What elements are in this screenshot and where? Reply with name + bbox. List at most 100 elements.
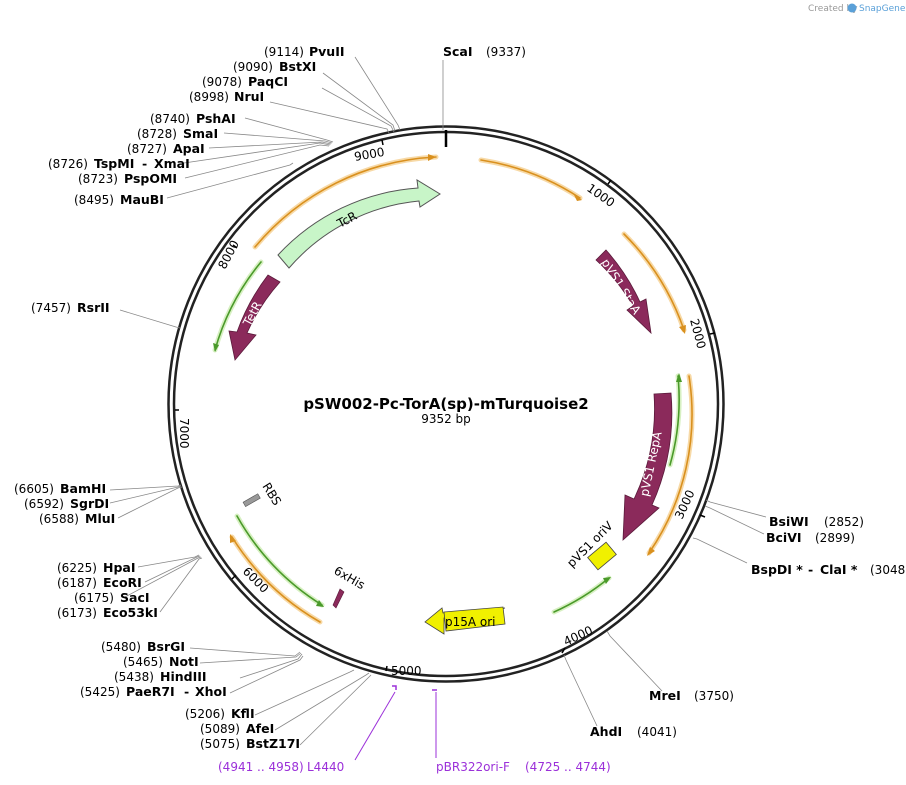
svg-text:(5465): (5465) — [123, 655, 163, 669]
feature-pvs1-repa[interactable]: pVS1 RepA — [622, 392, 673, 541]
svg-text:(2852): (2852) — [824, 515, 864, 529]
svg-text:Eco53kI: Eco53kI — [103, 605, 158, 620]
svg-text:(8723): (8723) — [78, 172, 118, 186]
feature-label-p15a-ori: p15A ori — [445, 615, 496, 629]
svg-text:(5480): (5480) — [101, 640, 141, 654]
svg-text:MluI: MluI — [85, 511, 115, 526]
svg-text:(6592): (6592) — [24, 497, 64, 511]
site-hpai[interactable]: (6225) HpaI — [57, 560, 136, 575]
site-mrei[interactable]: MreI(3750) — [649, 688, 734, 703]
site-nrui[interactable]: (8998)NruI — [189, 89, 264, 104]
site-tspmi-xmai[interactable]: (8726)TspMI-XmaI — [48, 156, 190, 171]
orf-arc-5 — [229, 534, 323, 625]
site-bstxi[interactable]: (9090)BstXI — [233, 59, 316, 74]
svg-text:NotI: NotI — [169, 654, 199, 669]
svg-text:HpaI: HpaI — [103, 560, 136, 575]
svg-text:(2899): (2899) — [815, 531, 855, 545]
svg-text:7000: 7000 — [177, 418, 191, 449]
svg-text:(6605): (6605) — [14, 482, 54, 496]
site-saci[interactable]: (6175)SacI — [74, 590, 150, 605]
svg-text:(5438): (5438) — [114, 670, 154, 684]
snapgene-credit: Created by SnapGene — [808, 3, 906, 14]
site-ecori[interactable]: (6187) EcoRI — [57, 575, 142, 590]
tick-5000: 5000 — [385, 664, 422, 678]
plasmid-name: pSW002-Pc-TorA(sp)-mTurquoise2 — [303, 395, 588, 413]
feature-pvs1-oriv[interactable]: pVS1 oriV — [564, 518, 617, 571]
primer-bind-arcs — [212, 259, 682, 615]
feature-label-rbs: RBS — [259, 480, 284, 508]
site-ahdi[interactable]: AhdI(4041) — [590, 724, 677, 739]
svg-text:-: - — [184, 684, 189, 699]
svg-text:PvuII: PvuII — [309, 44, 345, 59]
svg-text:HindIII: HindIII — [160, 669, 207, 684]
svg-text:BsrGI: BsrGI — [147, 639, 185, 654]
svg-text:BstXI: BstXI — [279, 59, 316, 74]
svg-text:(9078): (9078) — [202, 75, 242, 89]
svg-text:BstZ17I: BstZ17I — [246, 736, 300, 751]
site-scai[interactable]: ScaI(9337) — [443, 44, 526, 59]
backbone-outer — [167, 125, 725, 683]
site-paqci[interactable]: (9078)PaqCI — [202, 74, 288, 89]
site-eco53ki[interactable]: (6173)Eco53kI — [57, 605, 158, 620]
site-paer7i-xhoi[interactable]: (5425)PaeR7I-XhoI — [80, 684, 227, 699]
svg-text:BspDI *: BspDI * — [751, 562, 803, 577]
svg-text:EcoRI: EcoRI — [103, 575, 142, 590]
feature-tetr[interactable]: TetR — [228, 274, 281, 361]
svg-text:PshAI: PshAI — [196, 111, 236, 126]
svg-text:(7457): (7457) — [31, 301, 71, 315]
primer-marks — [354, 685, 437, 761]
svg-text:SgrDI: SgrDI — [70, 496, 109, 511]
svg-text:KflI: KflI — [231, 706, 255, 721]
svg-text:(6175): (6175) — [74, 591, 114, 605]
svg-text:PaeR7I: PaeR7I — [126, 684, 175, 699]
svg-text:(4725 .. 4744): (4725 .. 4744) — [525, 760, 611, 774]
svg-text:-: - — [142, 156, 147, 171]
feature-6xhis[interactable]: 6xHis — [332, 563, 368, 609]
orf-arc-2 — [478, 157, 583, 201]
site-noti[interactable]: (5465) NotI — [123, 654, 199, 669]
site-bamhi[interactable]: (6605)BamHI — [14, 481, 106, 496]
svg-text:9000: 9000 — [353, 145, 386, 164]
svg-text:(3750): (3750) — [694, 689, 734, 703]
svg-text:SmaI: SmaI — [183, 126, 218, 141]
site-bstz17i[interactable]: (5075) BstZ17I — [200, 736, 300, 751]
site-afei[interactable]: (5089)AfeI — [200, 721, 274, 736]
site-mlui[interactable]: (6588) MluI — [39, 511, 115, 526]
svg-text:(5075): (5075) — [200, 737, 240, 751]
site-pvuii[interactable]: (9114)PvuII — [264, 44, 345, 59]
svg-text:(4941 .. 4958): (4941 .. 4958) — [218, 760, 304, 774]
svg-text:5000: 5000 — [391, 664, 422, 678]
svg-text:BciVI: BciVI — [766, 530, 802, 545]
svg-text:(9337): (9337) — [486, 45, 526, 59]
svg-text:(8740): (8740) — [150, 112, 190, 126]
site-bsiwi[interactable]: BsiWI(2852) — [769, 514, 864, 529]
site-hindiii[interactable]: (5438) HindIII — [114, 669, 207, 684]
svg-text:(6187): (6187) — [57, 576, 97, 590]
site-bsrgi[interactable]: (5480) BsrGI — [101, 639, 185, 654]
svg-text:XmaI: XmaI — [154, 156, 190, 171]
svg-text:(6588): (6588) — [39, 512, 79, 526]
svg-text:(8998): (8998) — [189, 90, 229, 104]
svg-text:(6225): (6225) — [57, 561, 97, 575]
tick-9000: 9000 — [353, 139, 386, 164]
site-bspdi-clai[interactable]: BspDI *-ClaI *(3048) — [751, 562, 906, 577]
primer-pbr322ori-f[interactable]: pBR322ori-F(4725 .. 4744) — [436, 760, 611, 774]
feature-p15a-ori[interactable]: p15A ori — [424, 606, 506, 635]
site-rsrii[interactable]: (7457)RsrII — [31, 300, 110, 315]
site-pshai[interactable]: (8740) PshAI — [150, 111, 236, 126]
site-bcivi[interactable]: BciVI (2899) — [766, 530, 855, 545]
primer-labels: (4941 .. 4958)L4440 pBR322ori-F(4725 .. … — [218, 760, 611, 774]
site-maubi[interactable]: (8495)MauBI — [74, 192, 164, 207]
feature-tcr[interactable]: TcR — [277, 179, 441, 269]
svg-text:(8727): (8727) — [127, 142, 167, 156]
feature-rbs[interactable]: RBS — [242, 480, 284, 508]
site-pspomi[interactable]: (8723)PspOMI — [78, 171, 177, 186]
site-smai[interactable]: (8728)SmaI — [137, 126, 218, 141]
feature-pvs1-staa[interactable]: pVS1 StaA — [595, 249, 652, 335]
primer-l4440[interactable]: (4941 .. 4958)L4440 — [218, 760, 344, 774]
site-kfli[interactable]: (5206)KflI — [185, 706, 255, 721]
site-apai[interactable]: (8727)ApaI — [127, 141, 205, 156]
snapgene-logo-icon — [847, 3, 857, 13]
site-sgrdi[interactable]: (6592) SgrDI — [24, 496, 109, 511]
